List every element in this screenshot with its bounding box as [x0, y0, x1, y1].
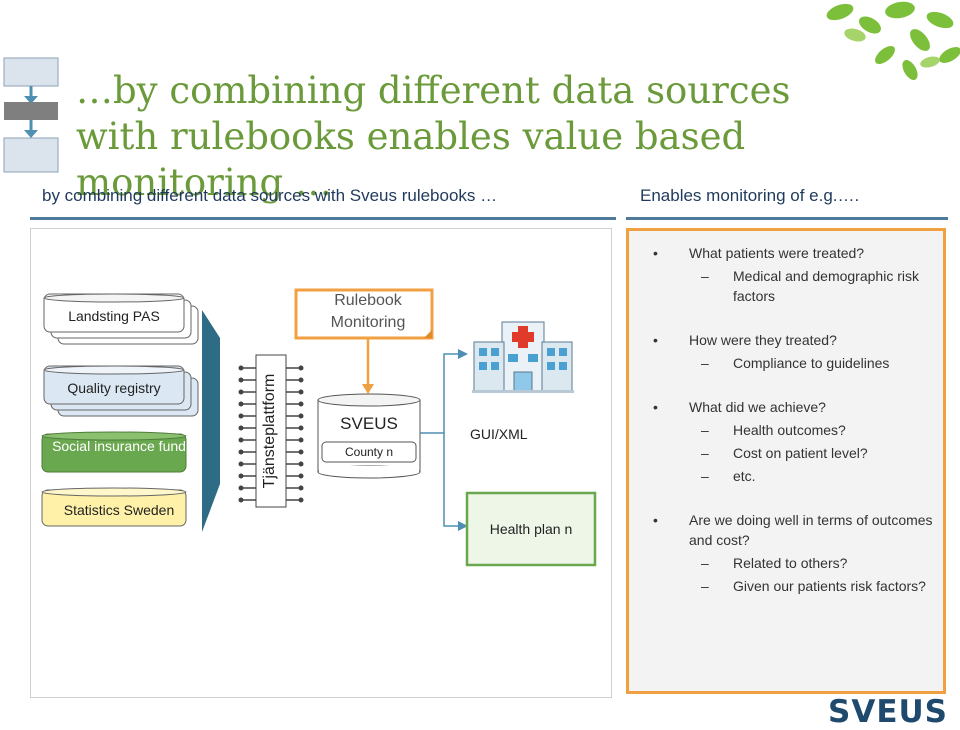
rulebook-label: Rulebook Monitoring: [330, 292, 406, 331]
right-divider: [626, 217, 948, 220]
question-sub-item: Medical and demographic risk factors: [629, 266, 943, 306]
sveus-db-label: SVEUS: [340, 414, 398, 433]
social-insurance-label: Social insurance fund: [52, 438, 186, 454]
statistics-sweden-cylinder: [41, 487, 187, 527]
question-item: What patients were treated?: [629, 243, 943, 263]
health-plan-box: [465, 491, 597, 567]
question-item: What did we achieve?: [629, 397, 943, 417]
social-insurance-cylinder: [41, 431, 187, 473]
leaves-decoration: [826, 1, 960, 80]
question-item: Are we doing well in terms of outcomes a…: [629, 510, 943, 550]
health-plan-label: Health plan n: [489, 521, 573, 537]
output-branch: [420, 353, 460, 434]
landsting-pas-label: Landsting PAS: [68, 308, 160, 324]
process-flow-icon: [3, 57, 59, 173]
platform-label-wrap: Tjänsteplattform: [255, 355, 285, 507]
left-divider: [30, 217, 616, 220]
landsting-pas-stack: [43, 293, 199, 345]
statistics-sweden-label: Statistics Sweden: [63, 502, 175, 518]
quality-registry-label: Quality registry: [67, 380, 161, 396]
question-sub-item: Cost on patient level?: [629, 443, 943, 463]
slide-title: …by combining different data sources wit…: [76, 69, 791, 204]
question-sub-item: Health outcomes?: [629, 420, 943, 440]
question-sub-item: Given our patients risk factors?: [629, 576, 943, 596]
data-flow-diagram: [41, 288, 597, 567]
question-list: What patients were treated? Medical and …: [629, 231, 943, 596]
question-item: How were they treated?: [629, 330, 943, 350]
question-sub-item: etc.: [629, 466, 943, 486]
hospital-icon: [472, 321, 574, 393]
quality-registry-stack: [43, 365, 199, 417]
sveus-database: [317, 393, 421, 479]
right-subheading: Enables monitoring of e.g.….: [640, 186, 860, 205]
tjansteplattform-connector: [238, 354, 304, 508]
sveus-logo: SVEUS: [828, 694, 948, 730]
county-label: County n: [344, 445, 394, 459]
rulebook-box: [294, 288, 434, 340]
merge-arrow: [202, 310, 220, 532]
left-subheading: by combining different data sources with…: [42, 186, 498, 205]
tjansteplattform-label: Tjänsteplattform: [261, 373, 278, 489]
question-sub-item: Related to others?: [629, 553, 943, 573]
monitoring-questions-panel: What patients were treated? Medical and …: [626, 228, 946, 694]
question-sub-item: Compliance to guidelines: [629, 353, 943, 373]
gui-xml-label: GUI/XML: [470, 426, 528, 442]
